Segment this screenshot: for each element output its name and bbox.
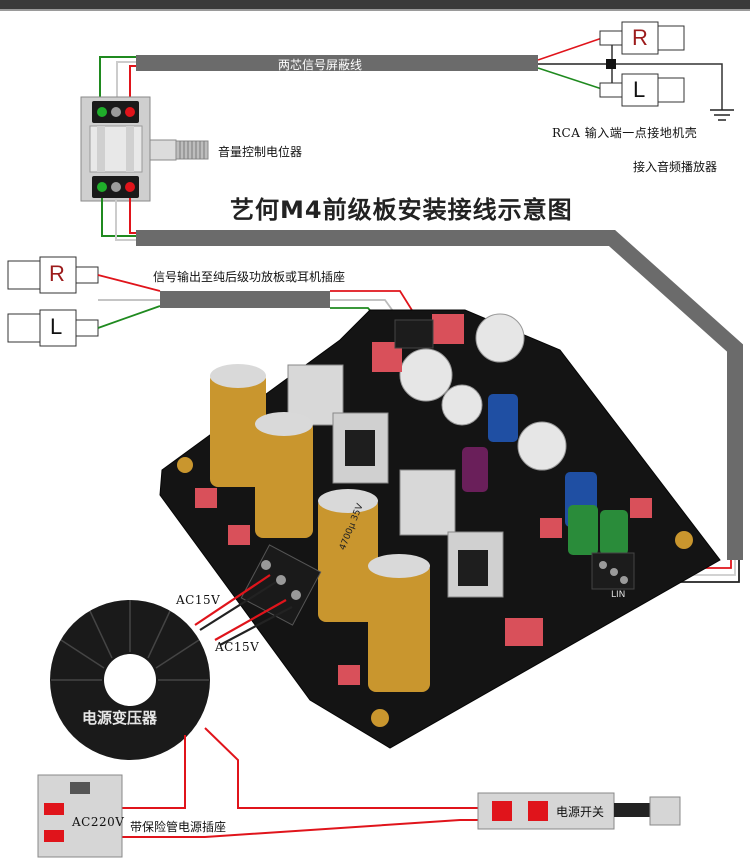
ac220-label: AC220V: [72, 815, 125, 829]
fused-power-socket: [37, 774, 123, 858]
ac15v-wires: [194, 574, 293, 646]
rca-ground-label: RCA 输入端一点接地机壳: [552, 126, 698, 140]
transformer-label: 电源变压器: [82, 709, 158, 727]
power-switch: [477, 792, 681, 830]
rca-input-l: [599, 73, 685, 107]
pot-terminal-green-top: [97, 107, 107, 117]
audio-player-label: 接入音频播放器: [633, 160, 718, 174]
pot-terminal-gray-bottom: [111, 182, 121, 192]
pot-input-wires: [99, 56, 136, 100]
signal-output-label: 信号输出至纯后级功放板或耳机插座: [153, 270, 346, 284]
amplifier-board: [159, 309, 721, 749]
power-transformer: [50, 600, 210, 760]
ac15v-bottom-label: AC15V: [215, 640, 260, 654]
rca-output-r: [7, 256, 99, 294]
input-shield-cable: [136, 55, 538, 71]
rca-output-r-letter: R: [49, 261, 65, 286]
pot-terminal-red-bottom: [125, 182, 135, 192]
shield-cable-label: 两芯信号屏蔽线: [278, 58, 363, 72]
rca-input-r-letter: R: [632, 25, 648, 50]
volume-pot-label: 音量控制电位器: [218, 145, 303, 159]
ground-icon: [710, 109, 734, 121]
top-frame-bar: [0, 0, 750, 9]
board-input-cable: [136, 230, 743, 560]
rca-input-r: [599, 21, 685, 55]
pot-output-wires: [101, 198, 136, 241]
star-heatsinks: [399, 313, 567, 471]
ac15v-top-label: AC15V: [176, 593, 221, 607]
fused-socket-label: 带保险管电源插座: [130, 820, 227, 834]
power-switch-label: 电源开关: [556, 805, 605, 819]
rca-output-l-letter: L: [50, 314, 63, 339]
volume-potentiometer: [80, 96, 209, 202]
output-shield-cable: [160, 291, 330, 308]
pot-terminal-gray-top: [111, 107, 121, 117]
pot-terminal-green-bottom: [97, 182, 107, 192]
page-title: 艺何M4前级板安装接线示意图: [230, 196, 573, 224]
board-lin-label: LIN: [611, 590, 626, 600]
capacitors: [210, 364, 628, 692]
rca-input-l-letter: L: [633, 77, 646, 102]
pot-terminal-red-top: [125, 107, 135, 117]
